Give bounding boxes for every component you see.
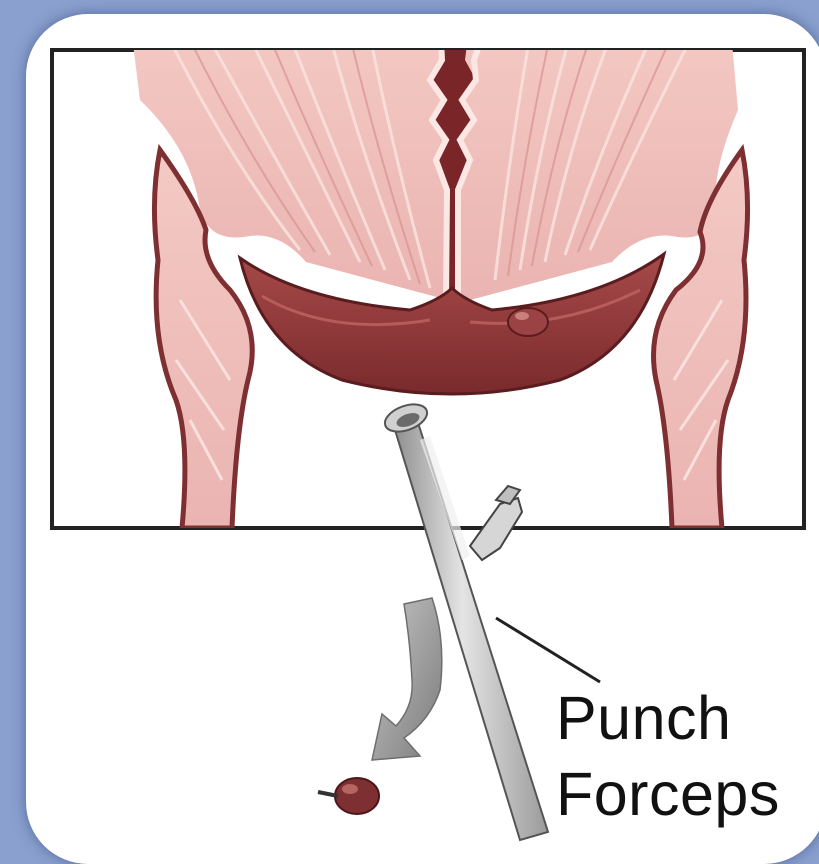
instrument-label-line-2: Forceps bbox=[556, 764, 780, 825]
biopsy-specimen bbox=[318, 778, 379, 814]
specimen-arrow bbox=[372, 598, 442, 760]
instrument-label-line-1: Punch bbox=[556, 688, 731, 749]
lesion bbox=[508, 308, 548, 336]
label-pointer-line bbox=[496, 618, 600, 682]
